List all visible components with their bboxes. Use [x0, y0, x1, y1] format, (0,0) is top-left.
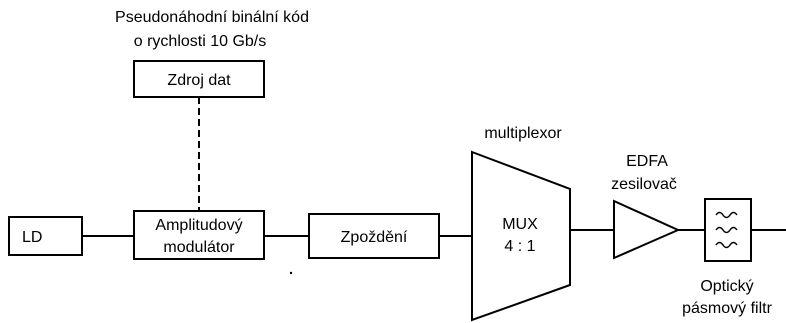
filter-label-line2: pásmový filtr: [682, 300, 772, 317]
modulator-label-line2: modulátor: [163, 239, 235, 256]
mux-block: [471, 150, 571, 322]
source-note-line1: Pseudonáhodní binální kód: [115, 9, 309, 26]
stray-dot: [289, 271, 293, 275]
ld-label: LD: [22, 229, 42, 246]
edfa-label-line2: zesilovač: [611, 176, 677, 193]
ld-block: [8, 216, 83, 256]
mux-caption: multiplexor: [484, 125, 562, 142]
delay-label: Zpoždění: [341, 229, 408, 246]
edfa-amplifier-triangle: [613, 199, 681, 260]
data-source-block: [133, 60, 265, 98]
bandpass-filter-icon: [715, 211, 738, 249]
optical-filter-block: [704, 198, 752, 262]
edfa-label-line1: EDFA: [626, 153, 668, 170]
data-source-label: Zdroj dat: [167, 72, 231, 89]
modulator-block: [133, 210, 265, 260]
mux-label-line2: 4 : 1: [504, 238, 535, 255]
filter-label-line1: Optický: [700, 278, 753, 295]
modulator-label-line1: Amplitudový: [155, 217, 242, 234]
delay-block: [308, 213, 440, 259]
source-note-line2: o rychlosti 10 Gb/s: [134, 33, 267, 50]
mux-label-line1: MUX: [502, 216, 538, 233]
